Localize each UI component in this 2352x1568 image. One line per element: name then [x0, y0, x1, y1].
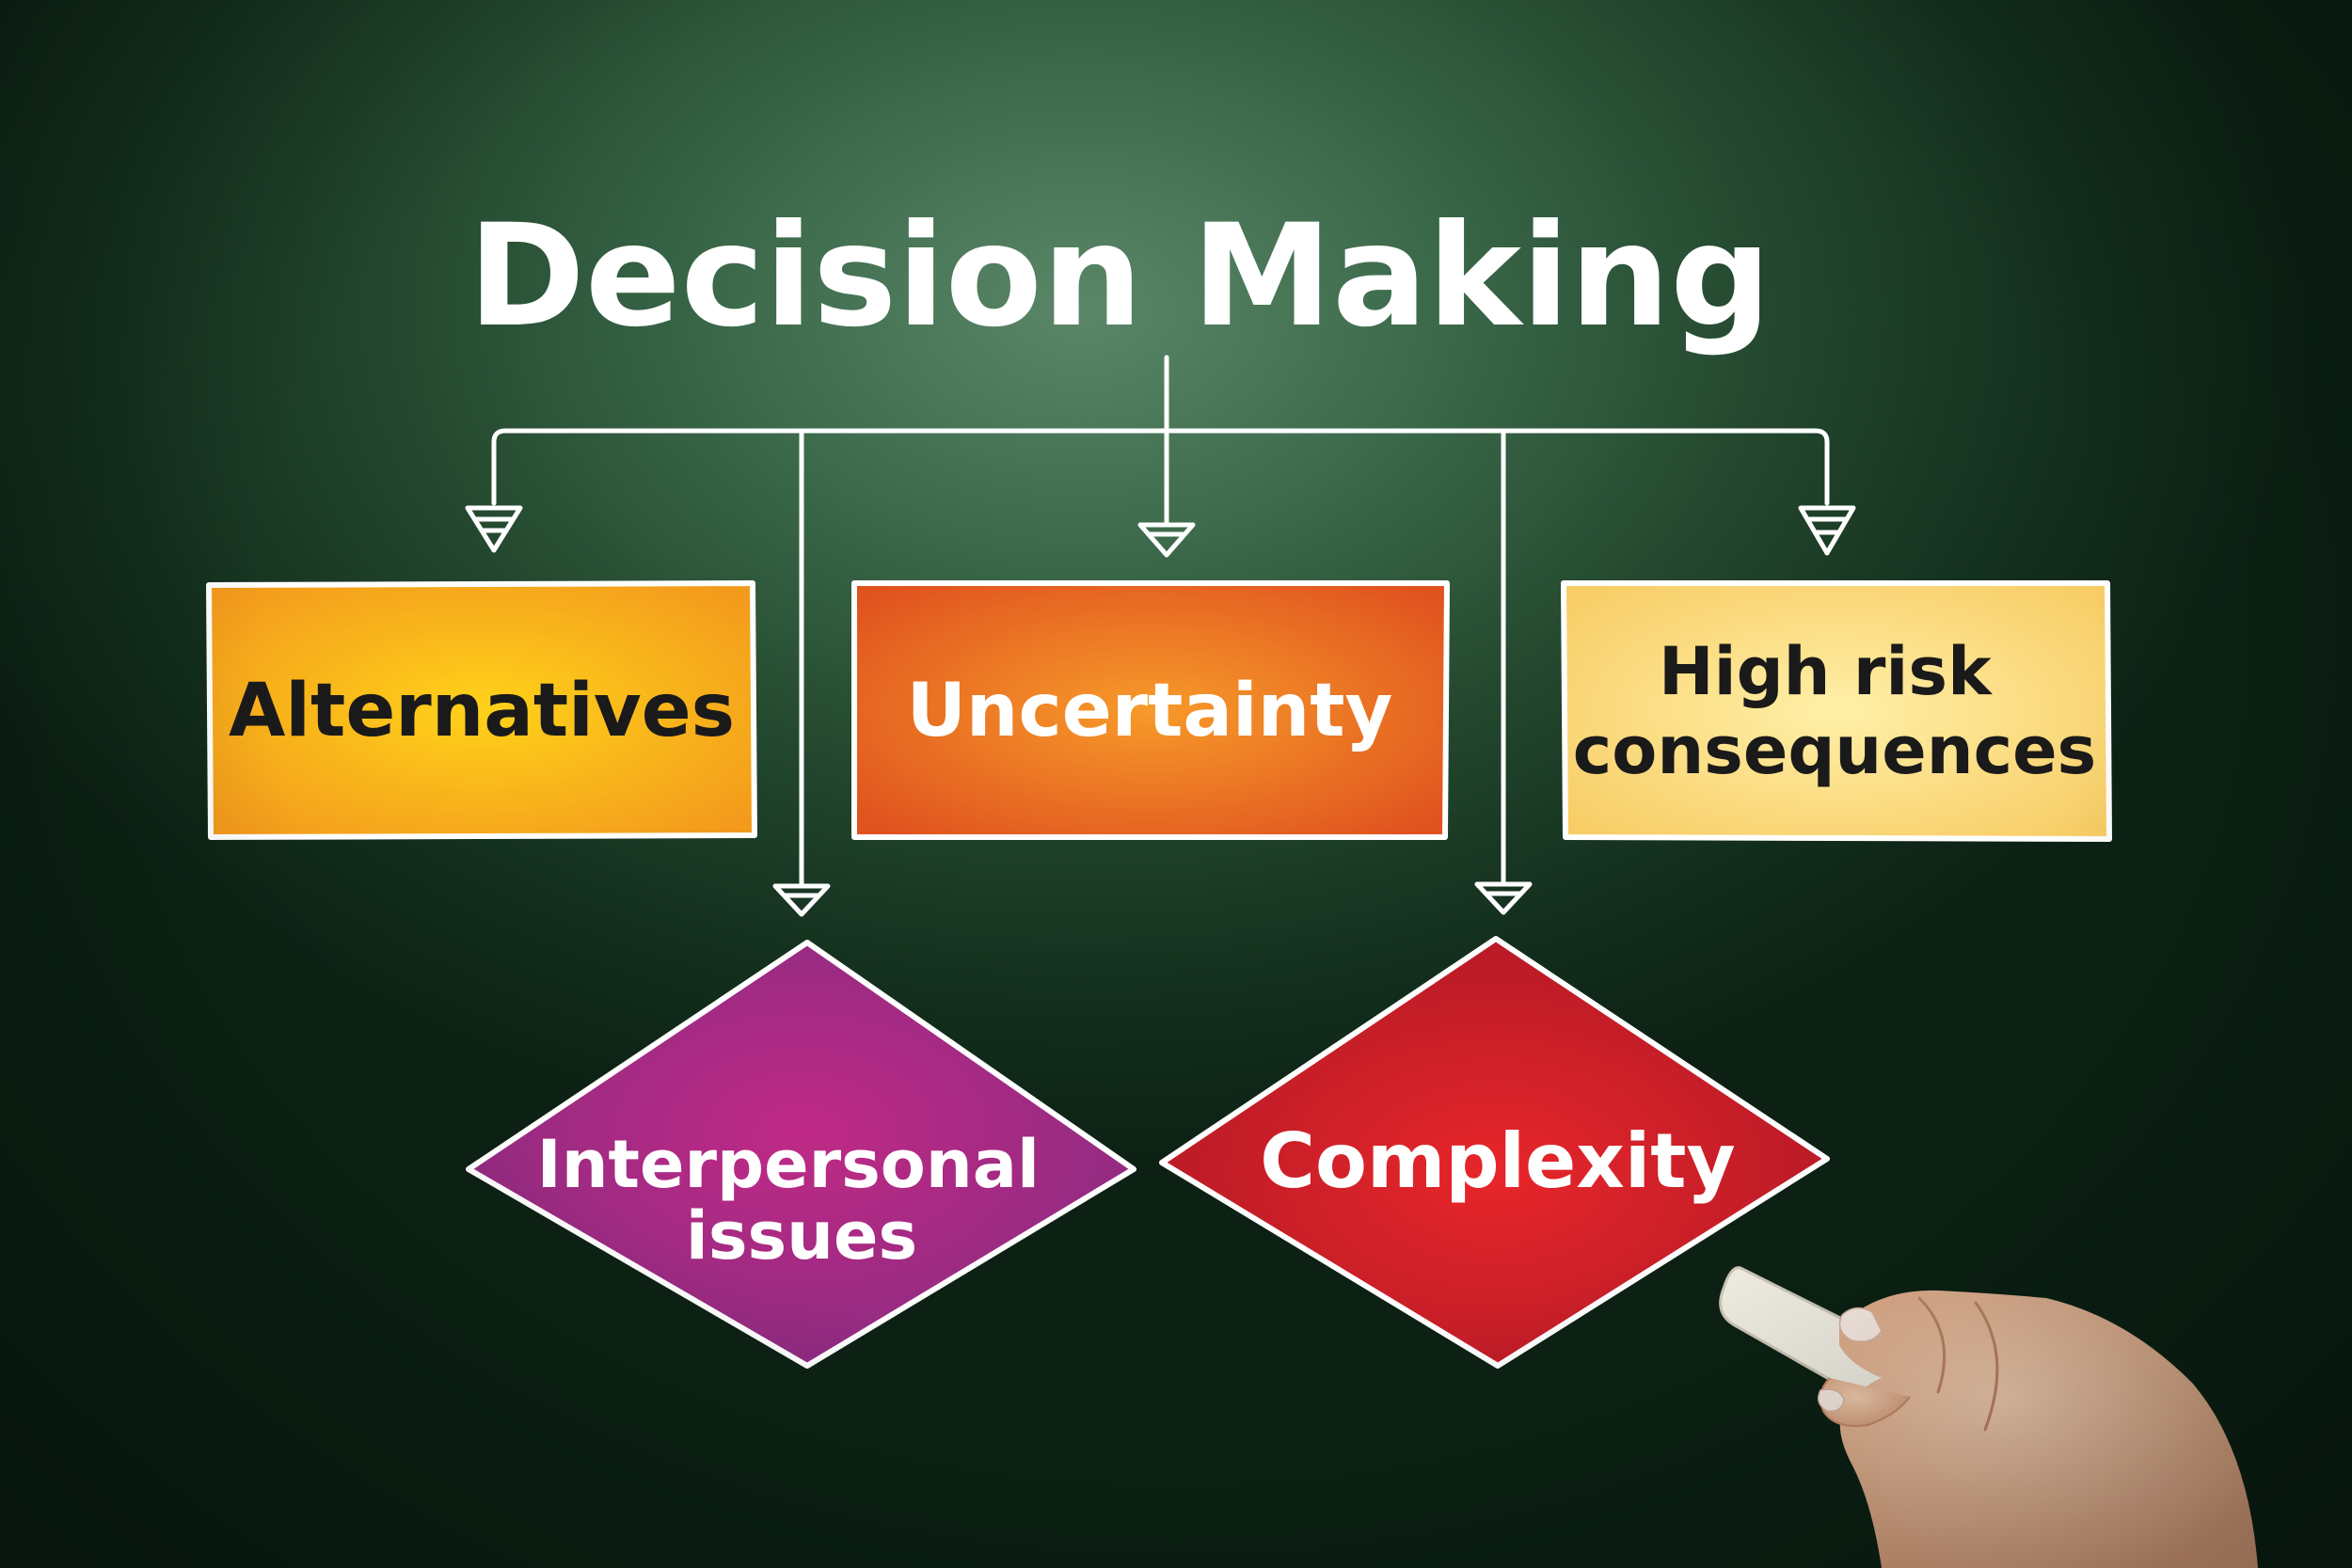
arrow-uncertainty — [1137, 522, 1196, 558]
node-uncertainty: Uncertainty — [851, 580, 1450, 840]
high-risk-box — [1561, 580, 2112, 842]
node-interpersonal-issues: Interpersonal issues — [466, 940, 1136, 1369]
hand — [1839, 1290, 2258, 1568]
connector-lines — [491, 355, 1830, 887]
diagram-title: Decision Making — [468, 195, 1771, 358]
alternatives-label: Alternatives — [229, 669, 735, 753]
complexity-label: Complexity — [1260, 1117, 1735, 1205]
alternatives-box — [206, 580, 757, 840]
node-alternatives: Alternatives — [206, 580, 757, 840]
node-complexity: Complexity — [1159, 936, 1830, 1369]
arrowheads — [465, 505, 1856, 917]
fingernail — [1838, 1307, 1883, 1342]
arrow-high-risk — [1798, 505, 1856, 556]
complexity-diamond — [1159, 936, 1830, 1369]
arrow-alternatives — [465, 505, 523, 553]
uncertainty-box — [851, 580, 1450, 840]
interpersonal-label: Interpersonal issues — [537, 1126, 1063, 1275]
arrow-complexity — [1474, 881, 1533, 915]
uncertainty-label: Uncertainty — [907, 669, 1393, 753]
hand-with-chalk-illustration — [1719, 1266, 2258, 1568]
node-high-risk-consequences: High risk consequences — [1561, 580, 2112, 842]
arrow-interpersonal — [772, 883, 831, 917]
high-risk-label: High risk consequences — [1573, 633, 2096, 789]
thumbnail — [1817, 1388, 1845, 1412]
horizontal-bus — [491, 428, 1830, 506]
finger-creases — [1917, 1296, 1999, 1432]
interpersonal-diamond — [466, 940, 1136, 1369]
